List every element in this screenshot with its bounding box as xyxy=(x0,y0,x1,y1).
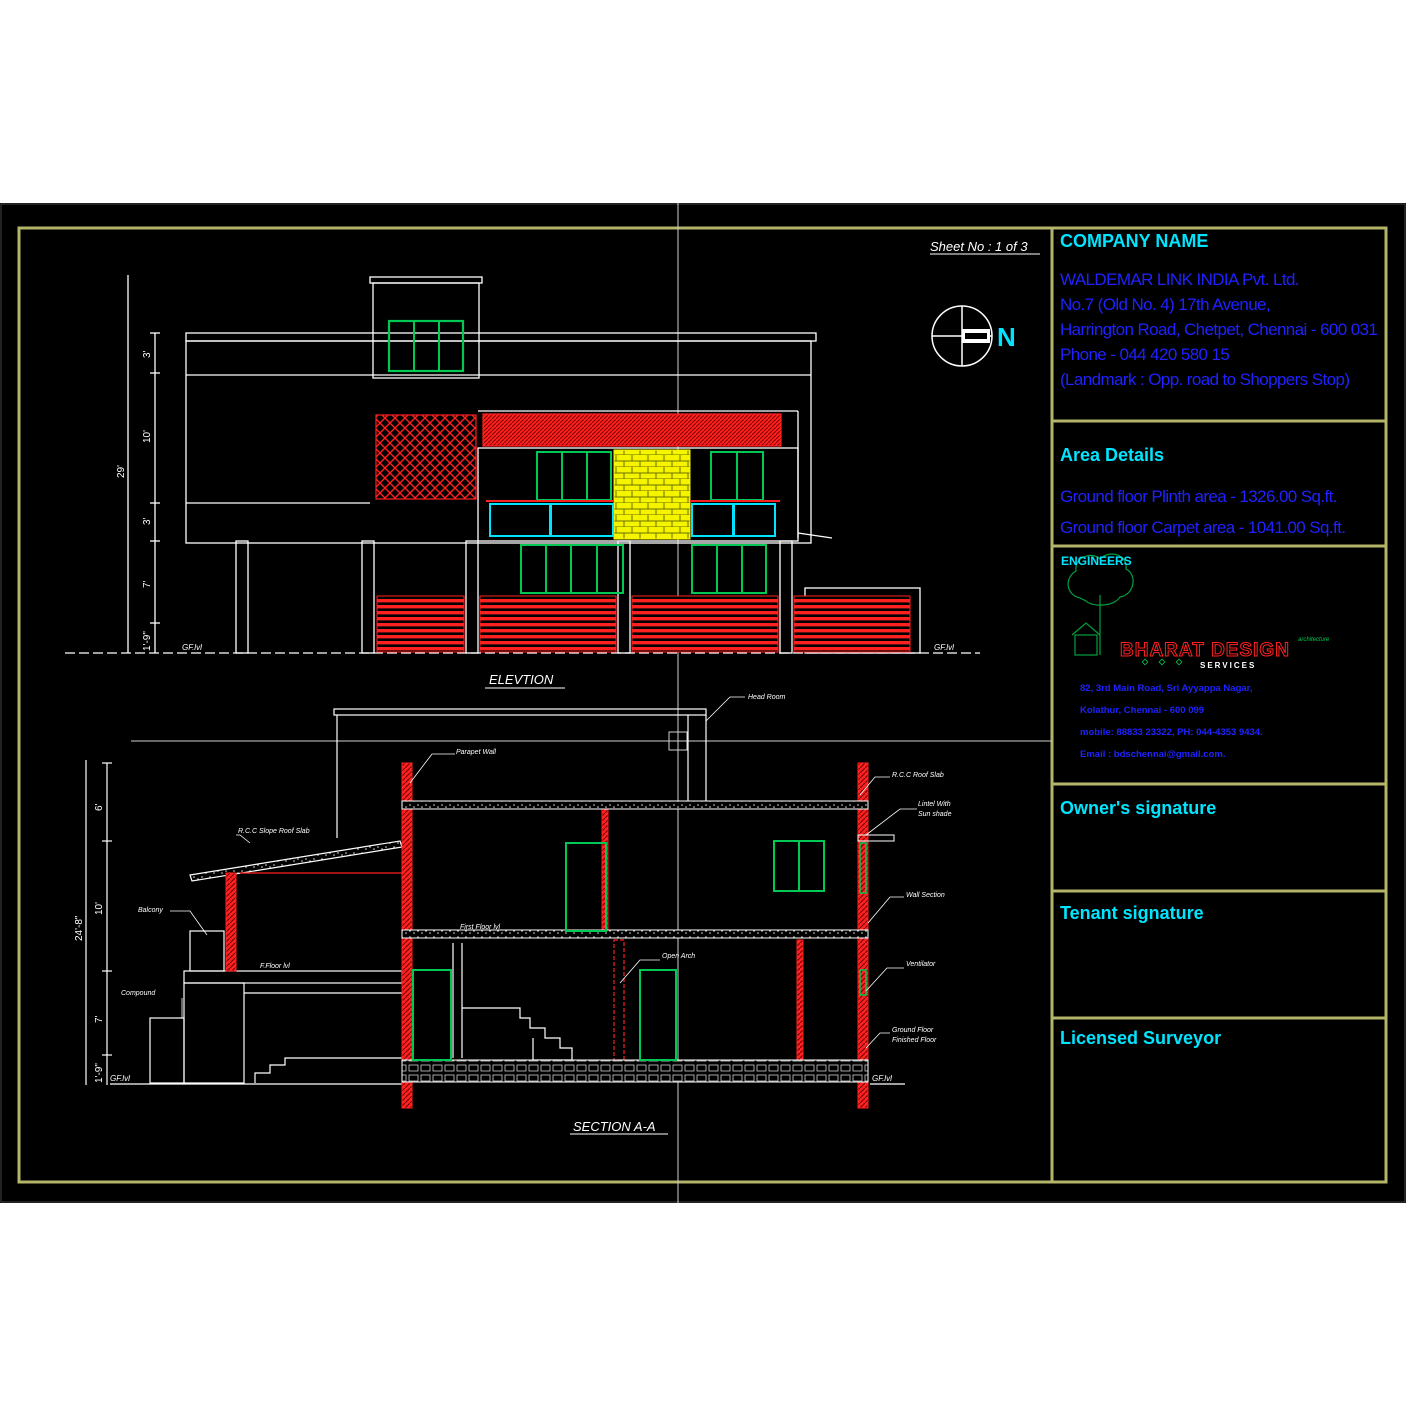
tree-house-logo-icon xyxy=(1067,553,1134,656)
cad-drawing: Sheet No : 1 of 3 N xyxy=(0,203,1406,1203)
outer-frame xyxy=(0,203,1406,1203)
label-slope-roof: R.C.C Slope Roof Slab xyxy=(238,828,310,835)
area-heading: Area Details xyxy=(1060,445,1165,465)
label-open-arch: Open Arch xyxy=(662,953,695,960)
roof-slab xyxy=(401,800,869,810)
logo-tagline: architecture xyxy=(1298,637,1330,643)
label-first-floor: First Floor lvl xyxy=(460,924,501,931)
company-line: No.7 (Old No. 4) 17th Avenue, xyxy=(1060,295,1271,314)
elev-dim-3: 3' xyxy=(142,517,153,525)
owner-signature-label: Owner's signature xyxy=(1060,798,1217,818)
border-frame xyxy=(17,226,1388,1184)
tenant-signature-label: Tenant signature xyxy=(1060,903,1204,923)
engineer-line: Kolathur, Chennai - 600 099 xyxy=(1080,705,1205,716)
elev-dim-1: 3' xyxy=(142,350,153,358)
label-lintel: Lintel With xyxy=(918,801,951,808)
elev-gf-right: GF.lvl xyxy=(934,643,954,652)
area-line: Ground floor Plinth area - 1326.00 Sq.ft… xyxy=(1060,487,1337,506)
sec-gf-left: GF.lvl xyxy=(110,1074,130,1083)
sec-dim-3: 7' xyxy=(94,1015,105,1023)
engineer-line: Email : bdschennai@gmail.com. xyxy=(1080,749,1226,760)
north-arrow-icon xyxy=(931,305,993,367)
label-compound: Compound xyxy=(121,990,156,997)
north-label: N xyxy=(997,322,1016,352)
engineers-heading: ENGINEERS xyxy=(1061,554,1132,568)
gate-2 xyxy=(479,595,617,653)
jaali-screen xyxy=(375,414,477,500)
engineer-details: 82, 3rd Main Road, Sri Ayyappa Nagar, Ko… xyxy=(1080,678,1380,766)
label-parapet-wall: Parapet Wall xyxy=(456,749,496,756)
area-details: Ground floor Plinth area - 1326.00 Sq.ft… xyxy=(1060,481,1382,543)
elev-dim-total: 29' xyxy=(116,465,127,478)
first-floor-slab xyxy=(401,929,869,939)
company-details: WALDEMAR LINK INDIA Pvt. Ltd. No.7 (Old … xyxy=(1060,267,1382,392)
label-head-room: Head Room xyxy=(748,694,786,701)
label-rcc-roof-slab: R.C.C Roof Slab xyxy=(892,772,944,779)
sec-dim-4: 1'-9" xyxy=(94,1063,105,1083)
gate-4 xyxy=(793,595,911,653)
crosshair-pickbox xyxy=(668,731,688,751)
section-title: SECTION A-A xyxy=(573,1119,656,1134)
company-heading: COMPANY NAME xyxy=(1060,231,1209,251)
label-balcony: Balcony xyxy=(138,907,163,914)
ground-floor-slab xyxy=(401,1059,869,1083)
brick-cladding xyxy=(613,449,691,540)
elevation-title: ELEVTION xyxy=(489,672,554,687)
slope-roof-slab xyxy=(189,840,403,882)
logo-text: BHARAT DESIGN xyxy=(1120,640,1290,661)
engineer-line: mobile: 88833 23322, PH: 044-4353 9434. xyxy=(1080,727,1263,738)
gate-1 xyxy=(376,595,465,653)
sec-dim-total: 24'-8" xyxy=(74,915,85,941)
elev-dim-4: 7' xyxy=(142,580,153,588)
label-finished-floor: Finished Floor xyxy=(892,1037,937,1044)
elev-gf-left: GF.lvl xyxy=(182,643,202,652)
logo-subtext: SERVICES xyxy=(1200,661,1256,670)
label-wall-section: Wall Section xyxy=(906,892,945,899)
label-ground-floor: Ground Floor xyxy=(892,1027,934,1034)
area-line: Ground floor Carpet area - 1041.00 Sq.ft… xyxy=(1060,518,1346,537)
section-drawing xyxy=(85,708,905,1085)
elevation-drawing xyxy=(65,275,980,654)
elevation-fascia xyxy=(482,413,782,447)
elev-dim-2: 10' xyxy=(142,430,153,443)
drawing-sheet: Sheet No : 1 of 3 N xyxy=(0,203,1406,1203)
elev-dim-5: 1'-9" xyxy=(142,631,153,651)
label-floor-lvl: F.Floor lvl xyxy=(260,963,290,970)
company-line: (Landmark : Opp. road to Shoppers Stop) xyxy=(1060,370,1350,389)
sec-dim-1: 6' xyxy=(94,803,105,811)
engineer-line: 82, 3rd Main Road, Sri Ayyappa Nagar, xyxy=(1080,683,1253,694)
sheet-number: Sheet No : 1 of 3 xyxy=(930,239,1028,254)
label-sun-shade: Sun shade xyxy=(918,811,952,818)
company-line: Phone - 044 420 580 15 xyxy=(1060,345,1230,364)
licensed-surveyor-label: Licensed Surveyor xyxy=(1060,1028,1222,1048)
sec-dim-2: 10' xyxy=(94,902,105,915)
label-ventilator: Ventilator xyxy=(906,961,936,968)
sec-gf-right: GF.lvl xyxy=(872,1074,892,1083)
company-line: Harrington Road, Chetpet, Chennai - 600 … xyxy=(1060,320,1378,339)
gate-3 xyxy=(631,595,779,653)
company-line: WALDEMAR LINK INDIA Pvt. Ltd. xyxy=(1060,270,1300,289)
